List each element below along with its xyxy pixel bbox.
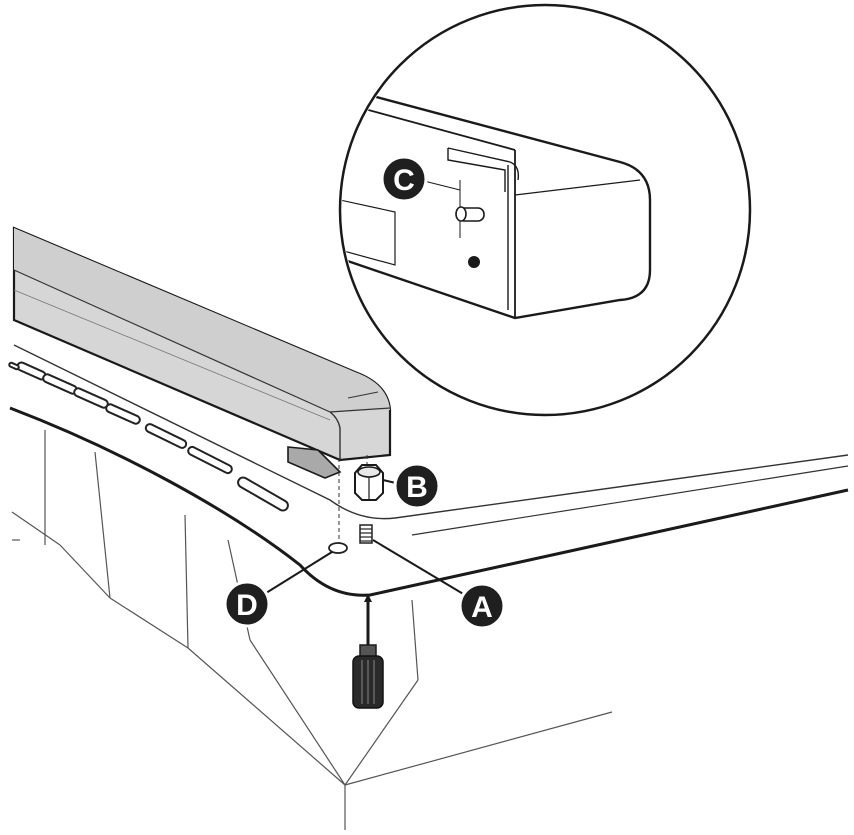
tv-body [11, 430, 613, 830]
mounting-hole [328, 542, 348, 554]
vent-slots [8, 361, 289, 512]
callout-c-label: C [393, 164, 415, 197]
tv-top-inner [13, 344, 849, 520]
magnifier-circle [338, 3, 752, 417]
callout-d: D [223, 580, 271, 628]
callout-a-label: A [471, 591, 493, 624]
screwdriver-icon [352, 594, 384, 709]
callout-b: B [393, 462, 441, 510]
callout-a: A [458, 582, 506, 630]
tv-top-edge [9, 406, 849, 597]
callout-d-label: D [236, 589, 258, 622]
soundbar [12, 226, 392, 479]
callout-c: C [380, 155, 428, 203]
nut-icon [354, 464, 384, 501]
callout-b-label: B [406, 471, 428, 504]
screw-icon [359, 524, 373, 544]
